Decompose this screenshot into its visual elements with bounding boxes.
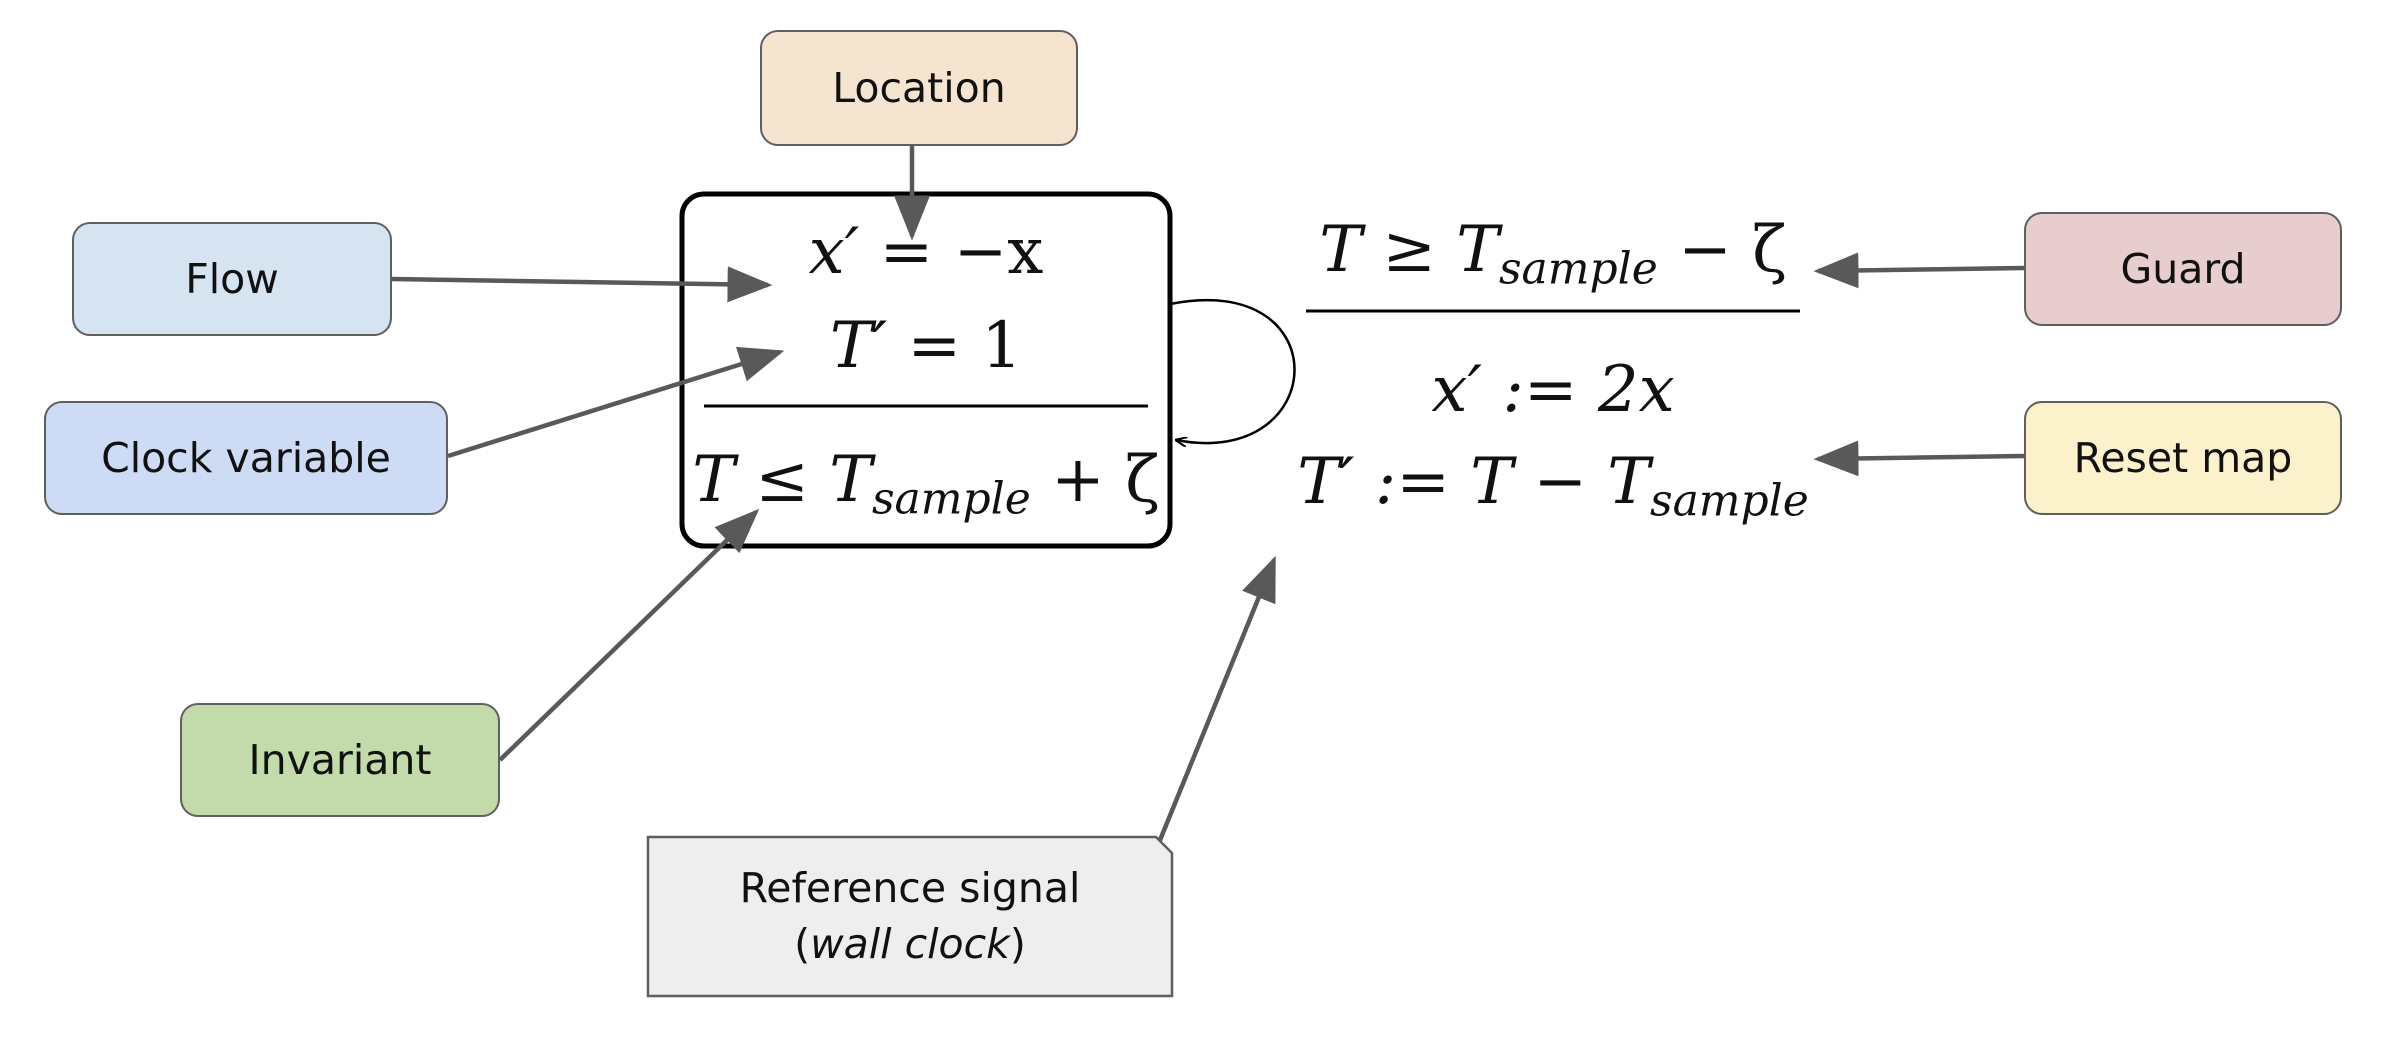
reference-signal-note [646, 835, 1174, 998]
guard-arrow [1813, 252, 2025, 289]
invariant-sub: sample [871, 473, 1031, 525]
reset-x-equation: x′ := 2x [1300, 358, 1806, 422]
clock-variable-arrow [447, 346, 785, 459]
invariant-arrow [498, 508, 760, 762]
reference-signal-detail: (wall clock) [794, 920, 1026, 968]
flow-T-rhs: = 1 [907, 309, 1023, 383]
reset-x-rhs: := 2x [1502, 353, 1675, 427]
reference-signal-arrow [1153, 555, 1277, 851]
reference-signal-detail-text: wall clock [810, 920, 1010, 968]
location-label: Location [760, 30, 1078, 146]
flow-T-equation: T′ = 1 [700, 314, 1152, 378]
guard-label: Guard [2024, 212, 2342, 326]
clock-variable-label: Clock variable [44, 401, 448, 515]
reference-signal-title: Reference signal [739, 864, 1081, 912]
guard-sub: sample [1498, 243, 1658, 295]
reset-x-lhs: x′ [1431, 353, 1482, 427]
flow-label: Flow [72, 222, 392, 336]
invariant-label: Invariant [180, 703, 500, 817]
flow-arrow [391, 266, 773, 303]
invariant-rhs: + ζ [1051, 443, 1160, 517]
self-loop-arrow [1169, 298, 1296, 443]
flow-T-lhs: T′ [829, 309, 888, 383]
flow-x-rhs: = −x [879, 215, 1044, 289]
reset-T-sub: sample [1649, 475, 1809, 527]
guard-lhs: T ≥ T [1319, 213, 1499, 287]
guard-equation: T ≥ Tsample − ζ [1300, 218, 1806, 291]
reference-signal-text: Reference signal (wall clock) [650, 860, 1170, 972]
flow-x-equation: x′ = −x [700, 220, 1152, 284]
invariant-equation: T ≤ Tsample + ζ [690, 448, 1162, 521]
invariant-lhs: T ≤ T [692, 443, 872, 517]
location-state-box [679, 191, 1173, 549]
guard-rhs: − ζ [1678, 213, 1787, 287]
reset-T-lhs: T′ := T − T [1297, 445, 1650, 519]
flow-x-lhs: x′ [808, 215, 860, 289]
reset-T-equation: T′ := T − Tsample [1296, 450, 1810, 523]
reset-map-arrow [1813, 440, 2025, 477]
reset-map-label: Reset map [2024, 401, 2342, 515]
